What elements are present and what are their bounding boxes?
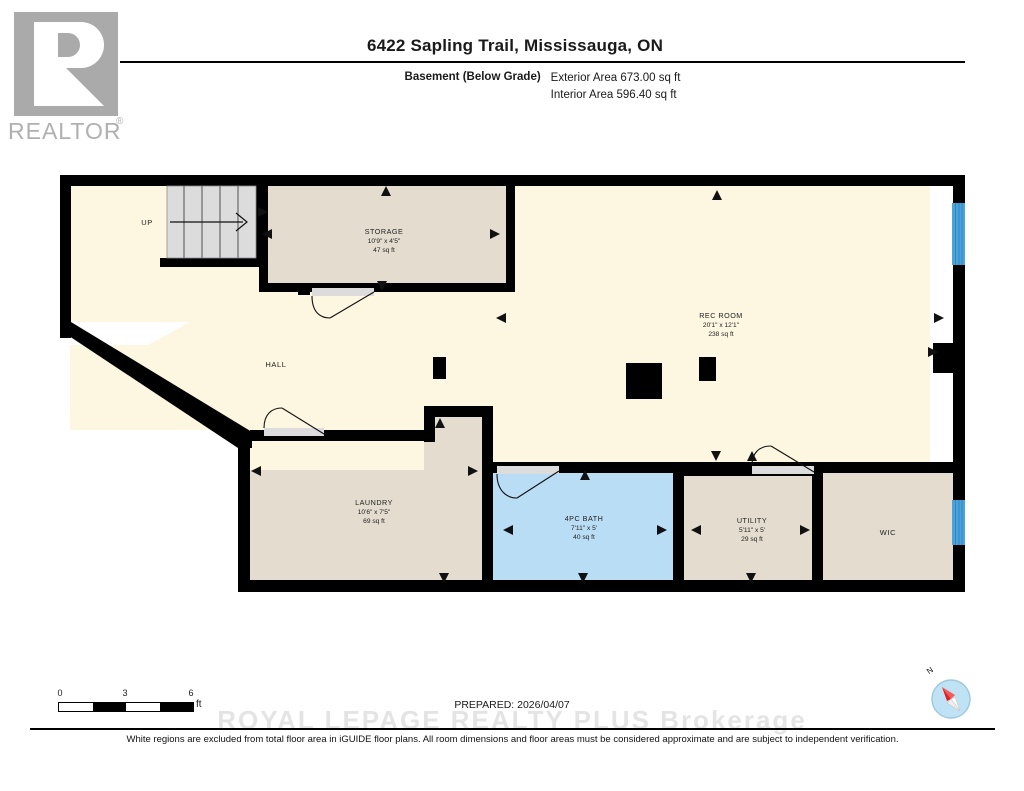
rec-room-area: 238 sq ft: [708, 331, 733, 338]
laundry-dimensions: 10'6" x 7'5": [358, 509, 391, 516]
storage-region: [266, 183, 510, 289]
utility-region: [684, 476, 816, 586]
realtor-registered-mark: ®: [116, 116, 124, 127]
stairs-up-label: UP: [141, 218, 153, 227]
utility-name: UTILITY: [737, 516, 767, 525]
walls: [60, 175, 965, 592]
floor-level-label: Basement (Below Grade): [404, 71, 541, 83]
room-label-wic: WIC: [880, 528, 896, 537]
utility-dimensions: 5'11" x 5': [739, 527, 765, 534]
footer-divider: [30, 728, 995, 730]
header-summary: Basement (Below Grade) Exterior Area 673…: [120, 70, 965, 104]
room-label-bath: 4PC BATH 7'11" x 5' 40 sq ft: [565, 514, 604, 541]
rec-room-region: [515, 183, 930, 466]
bath-region: [493, 470, 675, 586]
exterior-area-text: Exterior Area 673.00 sq ft: [550, 72, 681, 84]
realtor-logo: REALTOR ®: [8, 12, 128, 144]
realtor-r-icon: [14, 12, 118, 116]
header-divider: [120, 61, 965, 63]
laundry-area: 69 sq ft: [363, 518, 385, 525]
dimension-arrows: [251, 186, 944, 583]
compass-rose: N: [922, 665, 976, 724]
staircase: [166, 185, 257, 259]
doors: [263, 288, 815, 499]
scale-bar: 0 3 6 ft: [57, 688, 208, 716]
area-summary: Exterior Area 673.00 sq ft Interior Area…: [551, 70, 681, 104]
scale-tick-1: 3: [122, 688, 128, 698]
room-label-rec-room: REC ROOM 20'1" x 12'1" 238 sq ft: [699, 311, 743, 338]
rec-room-name: REC ROOM: [699, 311, 743, 320]
hall-label: HALL: [265, 360, 286, 369]
footer-disclaimer: White regions are excluded from total fl…: [126, 734, 899, 745]
storage-area: 47 sq ft: [373, 247, 395, 254]
storage-dimensions: 10'9" x 4'5": [368, 238, 401, 245]
laundry-region: [250, 410, 490, 586]
scale-tick-2: 6: [188, 688, 194, 698]
rec-room-dimensions: 20'1" x 12'1": [703, 322, 740, 329]
wic-region: [822, 470, 954, 586]
scale-tick-0: 0: [57, 688, 63, 698]
scale-bar-graphic: [58, 702, 194, 712]
room-label-laundry: LAUNDRY 10'6" x 7'5" 69 sq ft: [355, 498, 393, 525]
laundry-name: LAUNDRY: [355, 498, 393, 507]
page-title: 6422 Sapling Trail, Mississauga, ON: [366, 36, 664, 55]
bath-area: 40 sq ft: [573, 534, 595, 541]
bath-dimensions: 7'11" x 5': [571, 525, 597, 532]
rec-room-columns: [433, 357, 716, 399]
room-label-storage: STORAGE 10'9" x 4'5" 47 sq ft: [365, 227, 404, 254]
storage-name: STORAGE: [365, 227, 404, 236]
interior-area-text: Interior Area 596.40 sq ft: [550, 89, 677, 101]
bath-name: 4PC BATH: [565, 514, 604, 523]
windows: [952, 203, 965, 545]
prepared-date: PREPARED: 2026/04/07: [454, 699, 570, 711]
wic-name: WIC: [880, 528, 896, 537]
room-label-utility: UTILITY 5'11" x 5' 29 sq ft: [737, 516, 767, 543]
realtor-wordmark: REALTOR: [8, 118, 122, 144]
scale-unit-label: ft: [196, 699, 202, 710]
utility-area: 29 sq ft: [741, 536, 763, 543]
